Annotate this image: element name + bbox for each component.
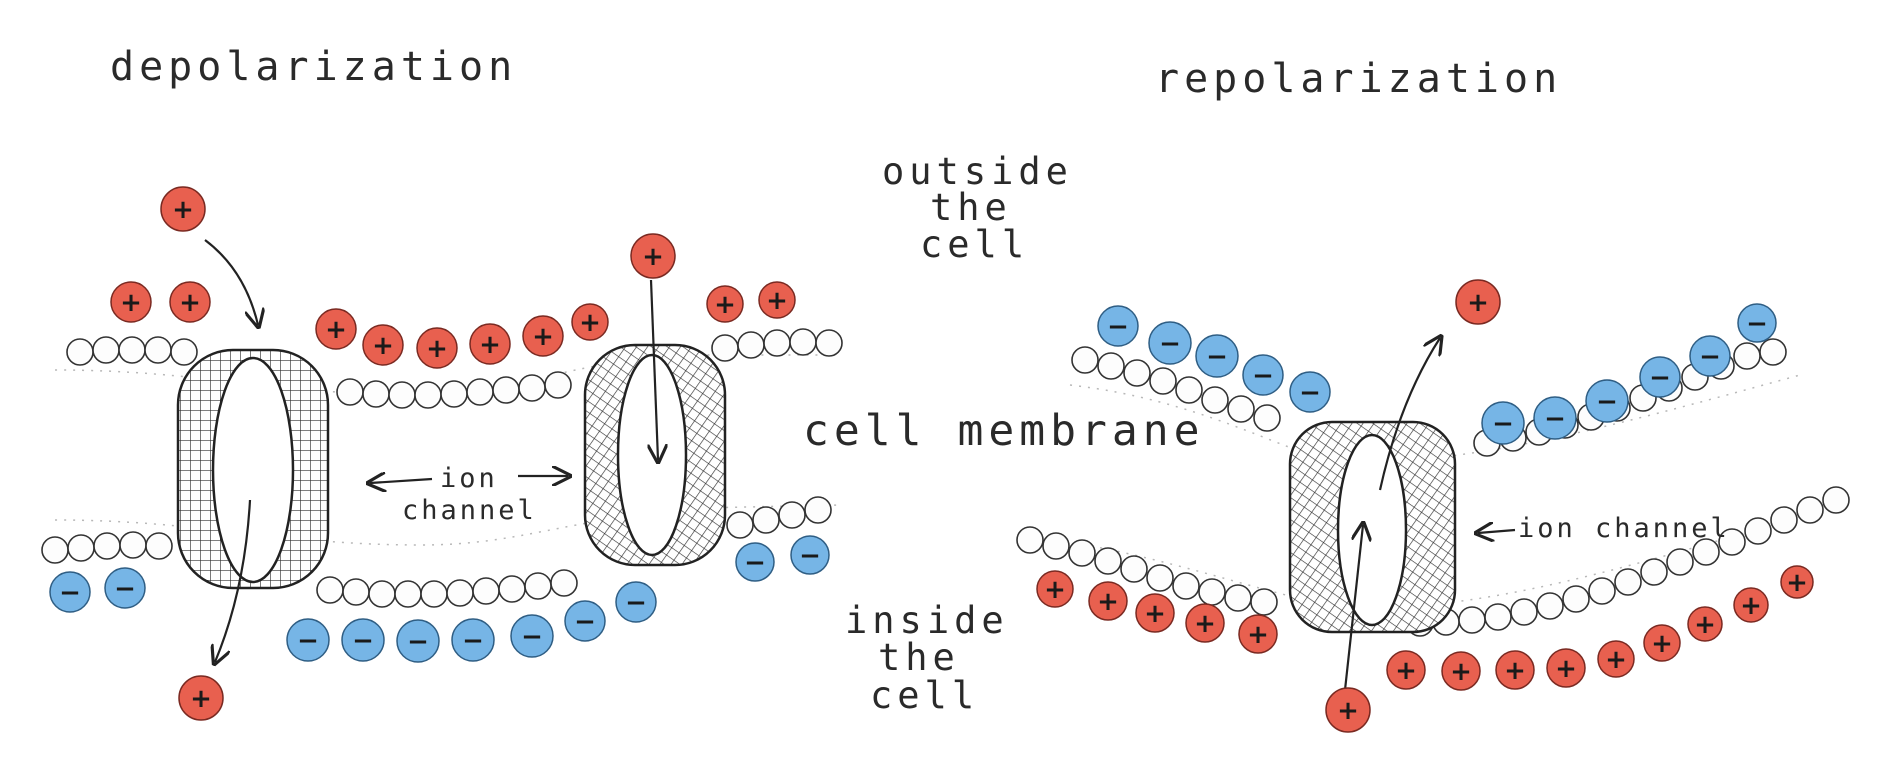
svg-text:−: − bbox=[352, 626, 374, 656]
depolarization-title: depolarization bbox=[110, 44, 517, 90]
svg-text:+: + bbox=[1450, 657, 1472, 687]
cell-membrane-label: cell membrane bbox=[803, 406, 1205, 456]
svg-text:−: − bbox=[1206, 342, 1228, 372]
svg-text:+: + bbox=[120, 288, 142, 318]
right-efflux-arrow bbox=[1378, 338, 1440, 491]
svg-text:+: + bbox=[1786, 568, 1808, 598]
svg-text:+: + bbox=[1651, 629, 1673, 659]
svg-text:−: − bbox=[114, 574, 136, 604]
svg-text:+: + bbox=[532, 322, 554, 352]
svg-text:+: + bbox=[1740, 591, 1762, 621]
repolarization-title: repolarization bbox=[1155, 56, 1562, 102]
svg-text:−: − bbox=[1649, 363, 1671, 393]
svg-text:+: + bbox=[1395, 656, 1417, 686]
svg-text:−: − bbox=[574, 607, 596, 637]
left-outflux-arrow bbox=[215, 499, 252, 662]
svg-text:−: − bbox=[59, 578, 81, 608]
svg-text:−: − bbox=[1299, 378, 1321, 408]
svg-text:−: − bbox=[1492, 409, 1514, 439]
svg-text:−: − bbox=[744, 548, 766, 578]
inside-label-line1: inside bbox=[845, 599, 1009, 642]
svg-text:−: − bbox=[462, 626, 484, 656]
svg-text:+: + bbox=[1694, 610, 1716, 640]
left-label-arrow-left bbox=[370, 479, 433, 483]
svg-text:−: − bbox=[407, 627, 429, 657]
svg-text:+: + bbox=[714, 290, 736, 320]
svg-text:+: + bbox=[1044, 575, 1066, 605]
right-membrane bbox=[1016, 338, 1850, 637]
right-negative-ions: − − − − − − − − − − − bbox=[1097, 303, 1777, 445]
svg-text:+: + bbox=[1144, 599, 1166, 629]
inside-label-line2: the bbox=[878, 636, 960, 679]
right-positive-ions: + + + + + + + + + + + + + + + + bbox=[1036, 279, 1814, 733]
svg-text:+: + bbox=[1337, 696, 1359, 726]
svg-text:+: + bbox=[1097, 587, 1119, 617]
svg-text:+: + bbox=[479, 330, 501, 360]
svg-text:+: + bbox=[426, 334, 448, 364]
svg-text:+: + bbox=[766, 286, 788, 316]
left-influx-arrow-2 bbox=[651, 279, 658, 460]
svg-text:+: + bbox=[1467, 288, 1489, 318]
svg-text:+: + bbox=[642, 242, 664, 272]
outside-label-line1: outside bbox=[882, 150, 1073, 193]
svg-text:−: − bbox=[297, 626, 319, 656]
right-influx-arrow bbox=[1343, 525, 1363, 691]
inside-label-line3: cell bbox=[870, 674, 979, 717]
svg-text:−: − bbox=[1746, 309, 1768, 339]
svg-text:−: − bbox=[1159, 329, 1181, 359]
svg-text:+: + bbox=[1247, 620, 1269, 650]
svg-text:−: − bbox=[1107, 312, 1129, 342]
svg-text:+: + bbox=[1555, 654, 1577, 684]
ion-channel-label-left-line2: channel bbox=[402, 495, 537, 526]
svg-text:+: + bbox=[372, 331, 394, 361]
left-influx-arrow-1 bbox=[204, 239, 258, 325]
svg-text:−: − bbox=[1252, 361, 1274, 391]
right-label-arrow bbox=[1478, 530, 1516, 533]
svg-text:+: + bbox=[579, 308, 601, 338]
svg-text:+: + bbox=[1194, 609, 1216, 639]
svg-text:−: − bbox=[625, 588, 647, 618]
svg-text:−: − bbox=[1544, 404, 1566, 434]
outside-label-line2: the bbox=[930, 186, 1012, 229]
svg-text:−: − bbox=[521, 622, 543, 652]
svg-text:+: + bbox=[190, 684, 212, 714]
svg-text:−: − bbox=[799, 541, 821, 571]
svg-text:+: + bbox=[172, 195, 194, 225]
left-positive-ions: + + + + + + + + + + + + + bbox=[110, 186, 796, 721]
svg-text:+: + bbox=[1605, 645, 1627, 675]
ion-channel-label-left-line1: ion bbox=[440, 463, 498, 494]
svg-text:−: − bbox=[1596, 387, 1618, 417]
ion-channel-label-right: ion channel bbox=[1518, 513, 1730, 544]
svg-text:+: + bbox=[179, 288, 201, 318]
svg-text:+: + bbox=[1504, 656, 1526, 686]
left-negative-ions: − − − − − − − − − − − bbox=[49, 535, 830, 663]
svg-text:+: + bbox=[325, 315, 347, 345]
outside-label-line3: cell bbox=[920, 223, 1029, 266]
svg-text:−: − bbox=[1699, 342, 1721, 372]
